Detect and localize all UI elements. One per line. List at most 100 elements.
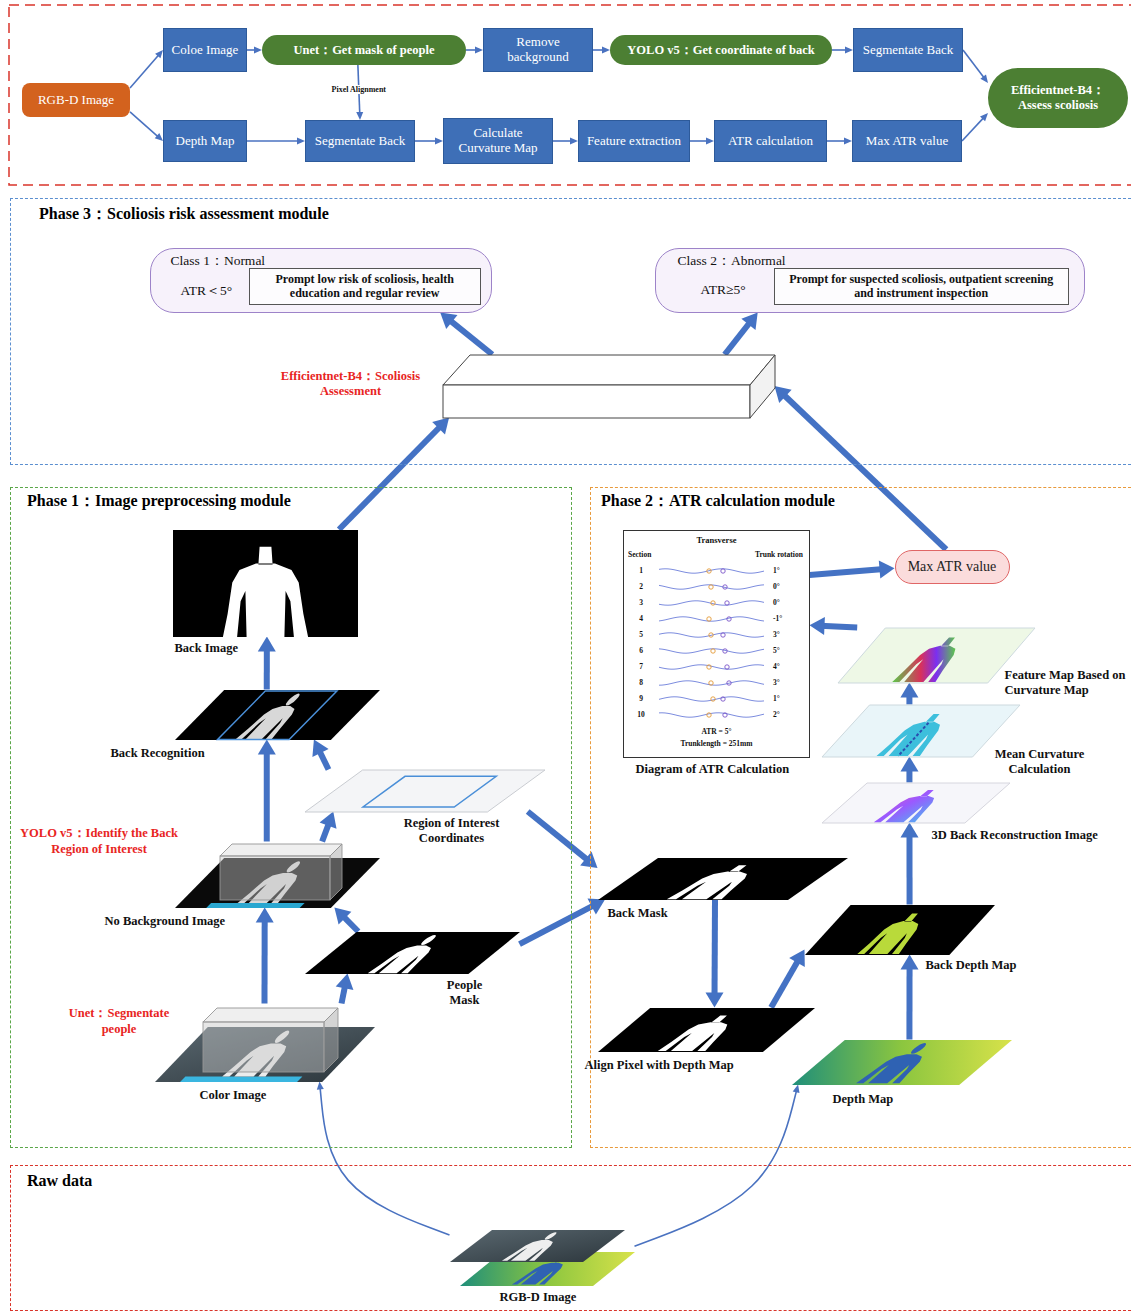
flow-arrow [130,50,163,88]
arrow-head [258,740,276,755]
section-dot [710,600,714,604]
table-cell: 1 [629,566,653,575]
section-dot [708,680,712,684]
table-header: Section [628,550,651,559]
image-plane [305,770,545,812]
flow-arrow [528,812,598,869]
table-header: Trunk rotation [755,550,803,559]
image-layer: Back Image [173,530,358,637]
process-box: Remove background [483,28,593,72]
flow-arrow [901,757,919,783]
arrow-head [297,138,305,145]
flow-arrow [827,138,852,145]
table-note: Trunklength = 251mm [623,739,810,748]
box-text: Max ATR value [901,559,1004,575]
box-text: Remove background [484,35,592,65]
box-text: Max ATR value [859,134,955,149]
region-mark [206,903,304,908]
prompt-box: Prompt low risk of scoliosis, health edu… [249,268,481,305]
bmask-picture [598,858,848,900]
band-heading: Phase 3：Scoliosis risk assessment module [39,204,329,225]
image-layer: No Background Image [175,842,380,908]
pmask-picture [305,932,520,974]
arrow-head [706,993,724,1008]
arrow-head [317,1082,324,1090]
flow-arrow [901,823,919,905]
section-curve [659,568,764,572]
layer-illustration [822,705,1020,757]
section-dot [722,648,726,652]
class-box: Class 1：NormalATR＜5°Prompt low risk of s… [150,248,492,313]
section-dot [708,632,712,636]
process-box: Feature extraction [578,120,690,162]
connector-line [415,140,437,142]
table-cell: 2 [629,582,653,591]
layer-illustration [598,858,848,900]
arrow-head [432,418,449,435]
arrow-head [435,138,443,145]
image-plane [305,932,520,974]
box-text: Efficientnet-B4：Assess scoliosis [988,83,1128,113]
arrow-head [789,950,805,968]
flow-arrow [810,617,858,635]
arrow-head [879,560,895,578]
align-picture [598,1008,815,1052]
body-silhouette [892,637,955,682]
section-curve [659,584,764,588]
process-box: Segmentate Back [305,120,415,162]
flow-arrow [317,1082,450,1236]
arrow-head [336,974,354,991]
section-curve [659,696,764,700]
model-pill: YOLO v5：Get coordinate of back [610,35,832,65]
layer-illustration [822,783,1010,823]
box-text: Coloe Image [165,43,246,58]
flow-band-outline [9,5,1131,185]
band-heading: Raw data [27,1172,92,1190]
connector-line [635,1090,797,1246]
model-cube [220,844,342,900]
arrow-head [741,313,757,330]
image-layer: RGB-D Image [450,1230,635,1286]
layer-illustration [305,932,520,974]
body-silhouette [501,1232,556,1261]
image-layer: 3D Back Reconstruction Image [822,783,1010,823]
flow-arrow [320,812,337,842]
flow-arrow [258,740,276,842]
arrow-head [254,47,262,54]
section-dot [722,584,726,588]
box-text: ATR calculation [721,134,820,149]
image-plane [792,1040,1012,1085]
model-label: Unet：Segmentate people [58,1006,180,1037]
flow-arrow [334,908,358,932]
result-pill: Max ATR value [895,550,1010,584]
process-box: ATR calculation [714,120,827,162]
process-box: Segmentate Back [853,28,963,72]
flow-arrow [775,386,947,550]
atr-picture [623,530,809,757]
class-box: Class 2：AbnormalATR≥5°Prompt for suspect… [655,248,1085,313]
flow-arrow [706,900,724,1008]
recon-picture [822,783,1010,823]
table-note: ATR = 5° [623,727,810,736]
table-cell: 9 [629,694,653,703]
table-cell: 0° [773,598,780,607]
arrow-head [775,386,792,403]
table-cell: 3° [773,630,780,639]
section-dot [708,584,712,588]
section-curve [659,616,764,620]
image-caption: Region of Interest Coordinates [387,816,517,846]
layer-illustration [792,1040,1012,1085]
flow-arrow [256,908,274,1004]
phase-band: Raw dataRGB-D Image [10,1165,1131,1311]
layer-illustration [450,1230,635,1286]
connector-line [520,904,596,944]
process-box: Max ATR value [852,120,962,162]
flow-arrow [258,637,276,690]
table-cell: 1° [773,566,780,575]
flow-arrow [963,50,988,83]
phase-band: Phase 1：Image preprocessing moduleBack I… [10,487,572,1148]
table-cell: 5° [773,646,780,655]
image-caption: Feature Map Based on Curvature Map [1005,668,1127,698]
table-cell: -1° [773,614,782,623]
